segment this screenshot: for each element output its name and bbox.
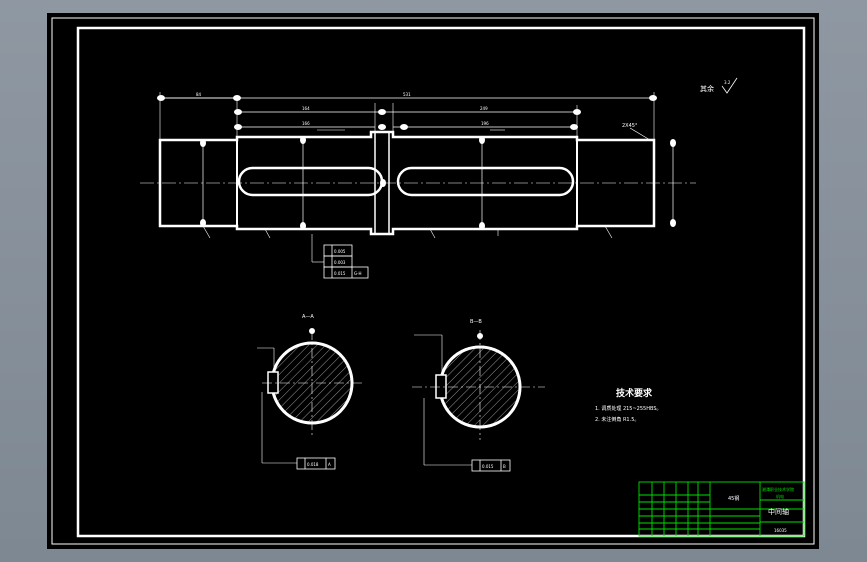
dim-right-len: 249 — [480, 106, 488, 111]
requirement-item-2: 2. 未注倒角 R1.5。 — [595, 416, 639, 423]
dim-overall: 531 — [403, 92, 411, 97]
dimension-terminators — [157, 95, 676, 230]
tb-dept: 机电 — [776, 493, 784, 499]
dim-key-right: 196 — [481, 121, 489, 126]
dim-left-len: 164 — [302, 106, 310, 111]
roughness-icon — [721, 77, 738, 94]
title-block — [638, 481, 805, 537]
inner-border — [76, 26, 806, 538]
section-a-view — [257, 328, 362, 470]
tolerance-frames — [323, 244, 369, 279]
tol-frame-2: 0.003 — [334, 260, 346, 265]
section-a-tol: 0.018 — [307, 462, 319, 467]
dim-key-left: 166 — [302, 121, 310, 126]
section-b-view — [412, 330, 545, 472]
chamfer-note: 2X45° — [622, 123, 638, 129]
requirements-title: 技术要求 — [616, 387, 653, 399]
drawing-sheet — [47, 13, 819, 549]
tb-material: 45钢 — [728, 495, 739, 502]
section-b-title: B—B — [470, 319, 482, 325]
tol-frame-1: 0.005 — [334, 249, 346, 254]
shaft-main-view — [140, 92, 696, 263]
roughness-note: 其余 — [700, 84, 714, 93]
section-a-title: A—A — [302, 314, 314, 320]
requirement-item-1: 1. 调质处理 215~255HBS。 — [595, 405, 662, 412]
roughness-value: 3.2 — [724, 80, 731, 85]
section-a-datum: A — [328, 462, 331, 467]
tol-frame-3: 0.015 — [334, 271, 346, 276]
tol-frame-datum: G-H — [354, 271, 362, 276]
tb-school: 湘潭职业技术学院 — [762, 486, 794, 492]
tb-code: 16035 — [774, 528, 787, 533]
section-b-tol: 0.015 — [482, 464, 494, 469]
tb-part-name: 中间轴 — [768, 507, 789, 516]
section-b-datum: B — [503, 464, 506, 469]
dim-left-step: 84 — [196, 92, 202, 97]
outer-border — [51, 17, 815, 545]
